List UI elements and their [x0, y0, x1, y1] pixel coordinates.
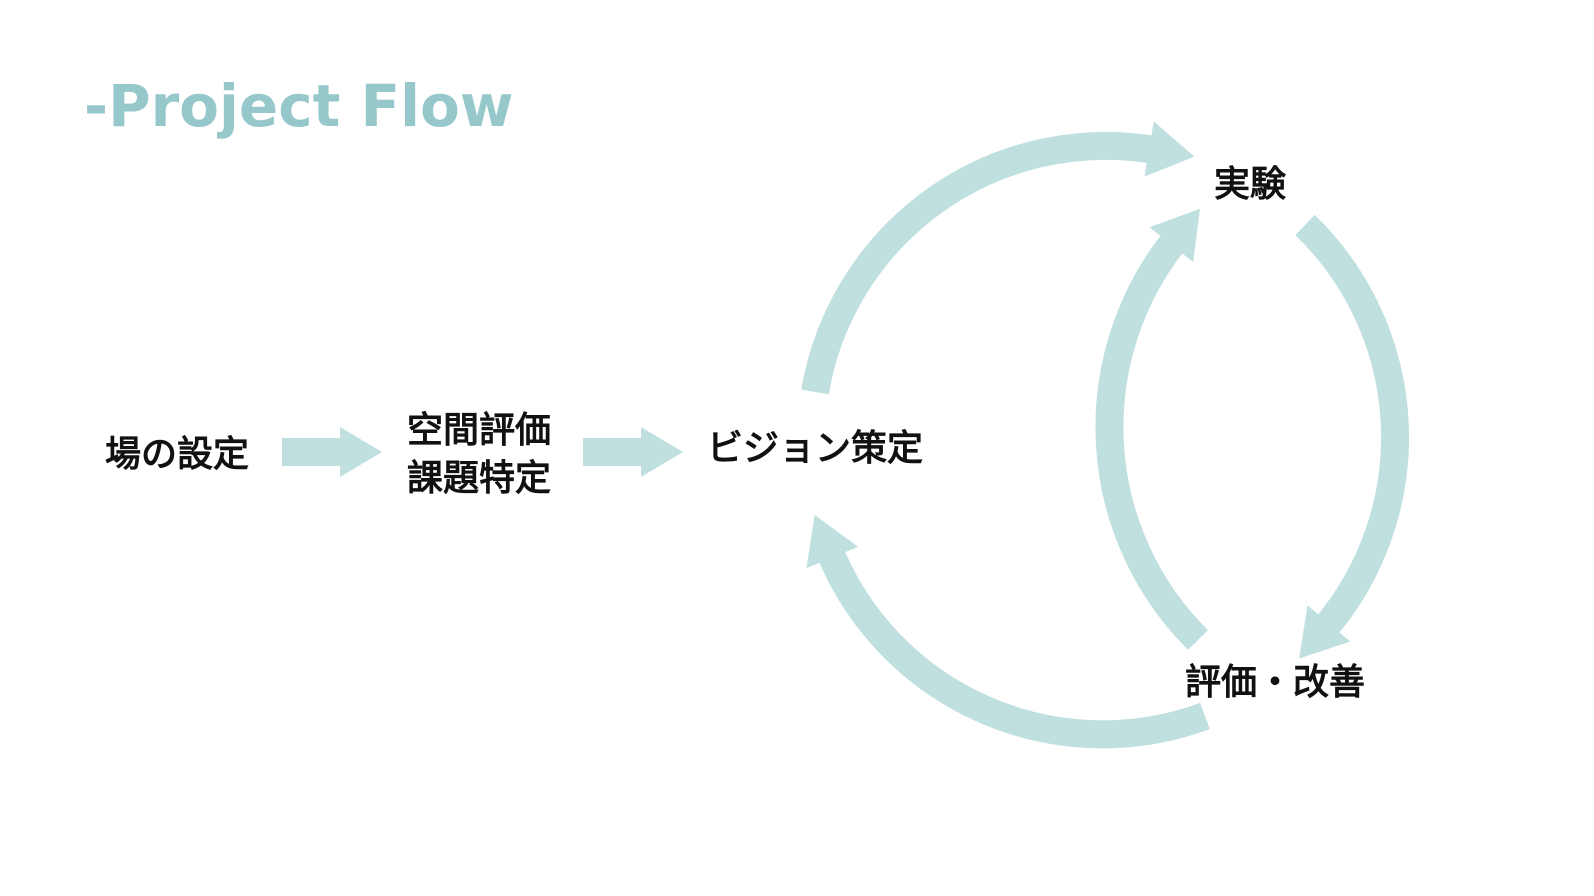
arc-arrow-experiment-to-improve	[1295, 214, 1410, 659]
arc-arrow-vision-to-experiment	[801, 121, 1195, 395]
step-vision: ビジョン策定	[707, 428, 924, 469]
straight-arrow-2	[583, 427, 683, 477]
step-improve: 評価・改善	[1185, 662, 1366, 703]
straight-arrow-1	[282, 427, 382, 477]
arc-arrow-improve-to-experiment	[1095, 208, 1208, 650]
step-evaluation-line1: 空間評価	[407, 410, 552, 451]
step-experiment: 実験	[1214, 164, 1287, 205]
arc-arrow-improve-to-vision	[806, 515, 1210, 749]
step-evaluation-line2: 課題特定	[407, 458, 552, 499]
page-title: -Project Flow	[84, 72, 514, 140]
step-setting: 場の設定	[105, 434, 250, 475]
